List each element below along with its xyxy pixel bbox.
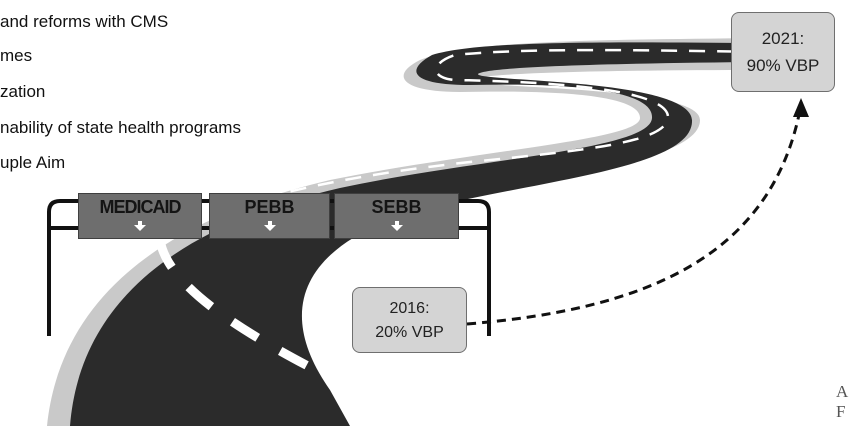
sign-sebb-label: SEBB bbox=[371, 197, 422, 217]
callout-2021: 2021: 90% VBP bbox=[731, 12, 835, 92]
callout-2016: 2016: 20% VBP bbox=[352, 287, 467, 353]
sign-medicaid: MEDICAID bbox=[78, 193, 202, 239]
gantry-post-right bbox=[487, 222, 491, 336]
bullet-text-1: and reforms with CMS bbox=[0, 12, 169, 31]
sign-medicaid-label: MEDICAID bbox=[99, 197, 182, 217]
corner-letter-2: F bbox=[836, 402, 846, 421]
down-arrow-icon bbox=[390, 221, 403, 231]
road-center-line bbox=[155, 239, 432, 426]
bullet-text-4: nability of state health programs bbox=[0, 118, 241, 137]
down-arrow-icon bbox=[134, 221, 146, 231]
sign-pebb: PEBB bbox=[209, 193, 330, 239]
sign-pebb-label: PEBB bbox=[244, 197, 295, 217]
callout-2016-value: 20% VBP bbox=[375, 324, 444, 341]
progress-arrow-head bbox=[793, 98, 809, 117]
corner-letter-1: A bbox=[836, 382, 849, 401]
down-arrow-icon bbox=[263, 221, 276, 231]
callout-2021-value: 90% VBP bbox=[746, 56, 820, 75]
road-center-line-upper bbox=[159, 48, 761, 242]
corner-logo-text: A F bbox=[836, 382, 855, 422]
callout-2021-year: 2021: bbox=[761, 29, 805, 48]
callout-2016-year: 2016: bbox=[389, 300, 430, 317]
bullet-text-2: mes bbox=[0, 46, 33, 65]
progress-arrow bbox=[466, 109, 802, 326]
gantry-post-left bbox=[47, 222, 51, 336]
bullet-text-5: uple Aim bbox=[0, 153, 66, 172]
sign-sebb: SEBB bbox=[334, 193, 459, 239]
bullet-text-3: zation bbox=[0, 82, 46, 101]
